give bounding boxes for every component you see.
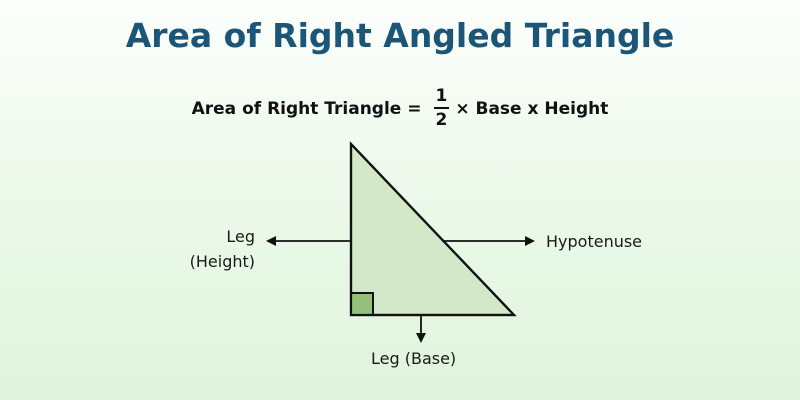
formula-rhs: × Base x Height	[455, 98, 609, 119]
fraction-numerator: 1	[433, 88, 450, 109]
area-formula: Area of Right Triangle = 1 2 × Base x He…	[0, 88, 800, 129]
leg-height-label-line2: (Height)	[189, 252, 255, 271]
fraction-denominator: 2	[435, 110, 448, 130]
leg-base-label: Leg (Base)	[371, 349, 457, 368]
right-angle-marker	[350, 292, 374, 316]
page-title: Area of Right Angled Triangle	[125, 16, 675, 55]
leg-height-label-line1: Leg	[226, 227, 255, 246]
hypotenuse-label: Hypotenuse	[546, 232, 643, 251]
formula-fraction: 1 2	[433, 88, 450, 130]
leg-height-label: Leg (Height)	[180, 224, 255, 274]
formula-lhs: Area of Right Triangle =	[191, 98, 422, 119]
